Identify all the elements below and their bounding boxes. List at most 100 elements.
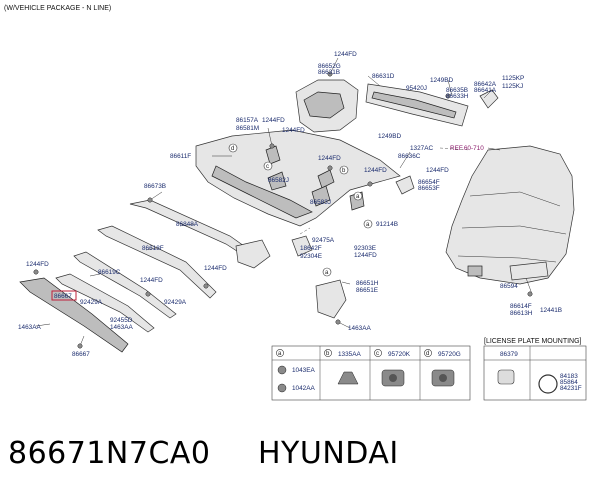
callout-label: 1244FD — [364, 167, 387, 174]
bumper-cover-lower-lip — [211, 165, 313, 219]
plate-code: 84183 — [560, 373, 578, 380]
bumper-bracket-2 — [267, 171, 287, 191]
callout-label: 1244FD — [354, 252, 377, 259]
garnish-86618F — [97, 225, 217, 299]
callout-label: 86582J — [268, 177, 289, 184]
leader — [341, 281, 351, 285]
callout-label: 92475A — [312, 237, 335, 244]
circle-marker — [353, 191, 363, 201]
bolt-icon — [445, 93, 451, 99]
reference-body-panel — [445, 145, 575, 285]
sensor-bracket — [291, 235, 313, 257]
reference-label: REF.60-710 — [450, 145, 484, 152]
callout-label: 1463AA — [348, 325, 371, 332]
callout-label: 86654F — [418, 179, 440, 186]
callout-label: 95420J — [406, 85, 427, 92]
callout-label: 86652G — [318, 63, 341, 70]
callout-label: 18642F — [300, 245, 322, 252]
reflector-bracket — [235, 239, 271, 269]
leader — [525, 277, 533, 295]
circle-marker — [339, 165, 349, 175]
callout-label: 86673B — [144, 183, 166, 190]
bolt-icon — [203, 283, 209, 289]
body-panel-line-2 — [461, 225, 567, 235]
callout-label: 1244FD — [204, 265, 227, 272]
license-plate-mounting-table: [LICENSE PLATE MOUNTING] 86379 84183 858… — [483, 338, 587, 401]
side-bracket-right — [479, 89, 499, 109]
leader — [35, 323, 51, 327]
legend-letter: d — [426, 351, 429, 357]
circle-marker-letter: a — [325, 270, 329, 276]
circle-marker-letter: d — [231, 146, 234, 152]
bolt-icon — [327, 165, 333, 171]
fastener-legend-table: a b c d 1335AA 95720K 95720G 1043EA 1042… — [271, 345, 471, 401]
body-panel-line-3 — [457, 255, 557, 263]
callout-label: 1244FD — [26, 261, 49, 268]
legend-code: 1043EA — [292, 367, 315, 374]
rear-bumper-cover — [195, 129, 401, 227]
leader — [399, 151, 411, 169]
callout-label: 86631D — [372, 73, 395, 80]
callout-label: 1244FD — [318, 155, 341, 162]
bolt-icon — [367, 181, 373, 187]
callout-label: 86635B — [446, 87, 468, 94]
bolt-icon — [335, 319, 341, 325]
callout-label: 1244FD — [262, 117, 285, 124]
callout-label: 86631B — [318, 69, 340, 76]
lamp-assy-86594 — [509, 261, 549, 281]
bolt-icon — [147, 197, 153, 203]
circle-marker — [363, 219, 373, 229]
plate-mounting-title: [LICENSE PLATE MOUNTING] — [484, 338, 582, 345]
callout-label: 86611F — [170, 153, 191, 160]
legend-code: 95720G — [438, 351, 461, 358]
bolt-icon — [145, 291, 151, 297]
callout-label: 1463AA — [18, 324, 41, 331]
dashed-leader — [299, 227, 311, 235]
brand-text: HYUNDAI — [258, 436, 399, 471]
callout-label: 1463AA — [110, 324, 133, 331]
clip-icon — [277, 365, 287, 375]
bumper-upper-bracket-shade — [303, 91, 345, 119]
bolt-icon — [527, 291, 533, 297]
circle-marker — [322, 267, 332, 277]
body-panel-line-1 — [469, 191, 561, 207]
leader — [329, 57, 339, 75]
callout-label: 86614F — [510, 303, 532, 310]
circle-marker — [263, 161, 273, 171]
circle-marker — [228, 143, 238, 153]
callout-label: 92429A — [164, 299, 187, 306]
callout-label: 86583J — [310, 199, 331, 206]
leader — [483, 91, 491, 99]
legend-letter: b — [326, 351, 330, 357]
plate-ring-icon — [538, 374, 558, 394]
callout-label: 1244FD — [140, 277, 163, 284]
callout-label: 92455D — [110, 317, 133, 324]
legend-letter-circle — [374, 349, 382, 357]
leader — [267, 127, 273, 147]
leader — [89, 273, 101, 277]
side-bracket-left — [395, 175, 415, 195]
callout-label: 1249BD — [378, 133, 401, 140]
callout-label: 86667 — [72, 351, 90, 358]
bumper-bracket-3 — [317, 169, 335, 189]
callout-label: 12441B — [540, 307, 562, 314]
bolt-icon — [327, 71, 333, 77]
callout-label: 86651H — [356, 280, 379, 287]
callout-label: 1249BD — [430, 77, 453, 84]
callout-label: 91214B — [376, 221, 398, 228]
plate-pad-icon — [497, 369, 515, 385]
callout-label: 92429A — [80, 299, 103, 306]
legend-code: 1335AA — [338, 351, 361, 358]
molding-86619C — [73, 251, 177, 319]
callout-label: 86642A — [474, 81, 497, 88]
lower-diffuser — [19, 277, 129, 353]
circle-marker-letter: a — [366, 222, 370, 228]
leader — [367, 75, 381, 87]
callout-label: 86633H — [446, 93, 469, 100]
bolt-icon — [77, 343, 83, 349]
legend-letter: c — [376, 351, 379, 357]
callout-label: 1327AC — [410, 145, 433, 152]
nut-icon — [337, 371, 359, 385]
